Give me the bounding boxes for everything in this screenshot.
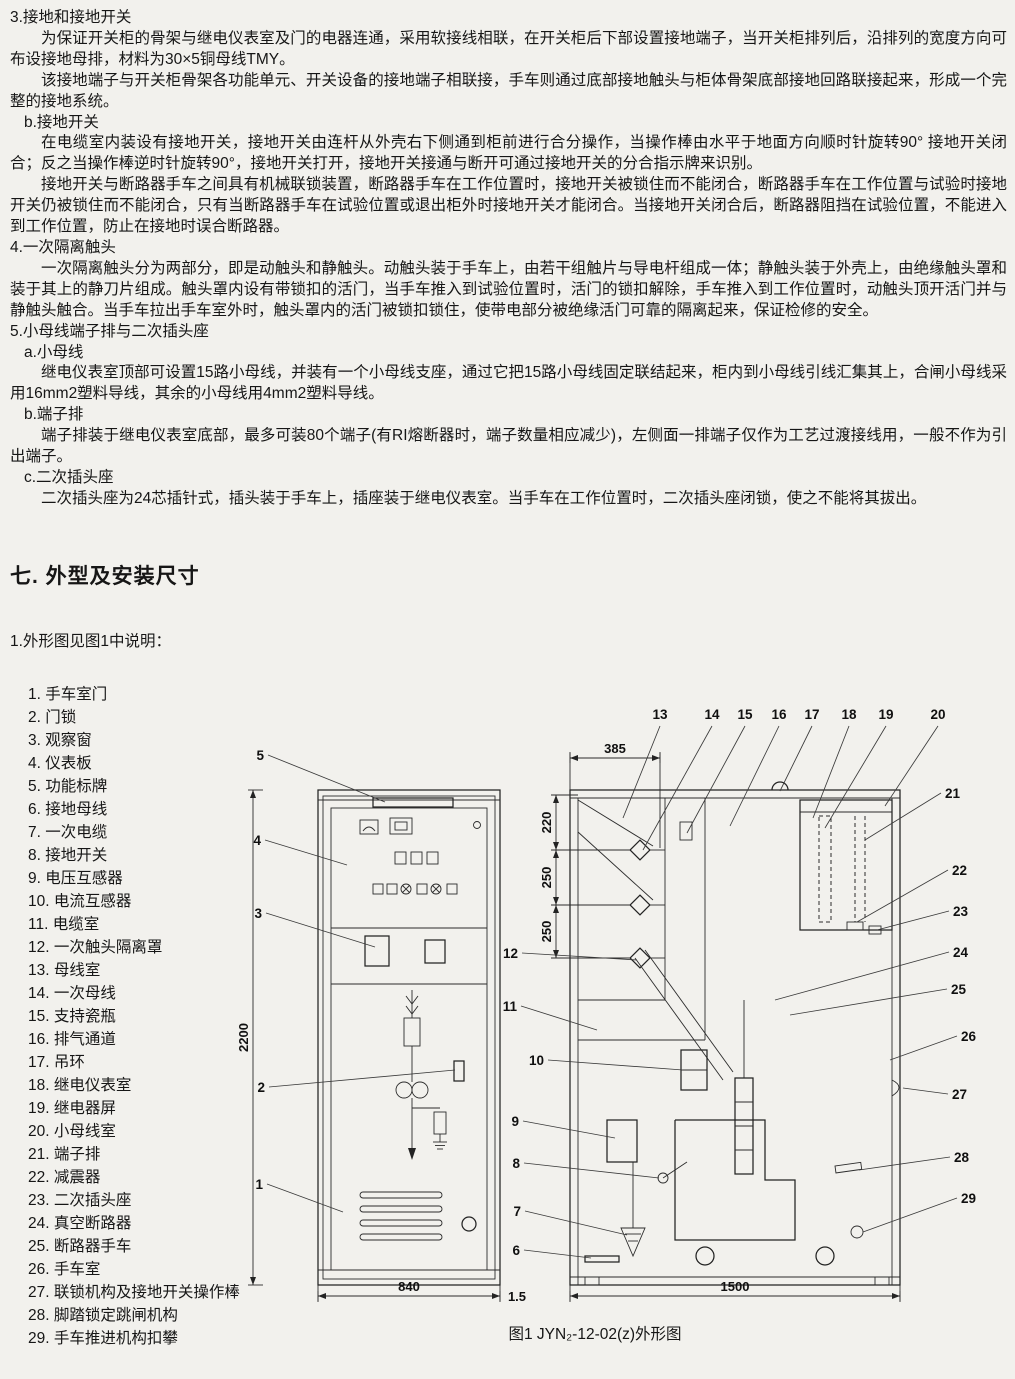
figure-callout-2: 2 bbox=[257, 1080, 265, 1095]
dimension-label-385: 385 bbox=[604, 741, 626, 756]
figure-callout-3: 3 bbox=[254, 906, 262, 921]
figure-callout-5: 5 bbox=[256, 748, 264, 763]
parts-list-item: 16. 排气通道 bbox=[28, 1031, 116, 1048]
figure-callout-14: 14 bbox=[704, 707, 720, 722]
sub-heading: b.接地开关 bbox=[24, 113, 99, 131]
parts-list-item: 26. 手车室 bbox=[28, 1261, 101, 1278]
figure-callout-12: 12 bbox=[503, 946, 518, 961]
parts-list-item: 8. 接地开关 bbox=[28, 847, 108, 864]
figure-callout-17: 17 bbox=[804, 707, 819, 722]
section-heading: 七. 外型及安装尺寸 bbox=[10, 565, 200, 588]
figure-callout-28: 28 bbox=[954, 1150, 970, 1165]
paragraph: 继电仪表室顶部可设置15路小母线，并装有一个小母线支座，通过它把15路小母线固定… bbox=[10, 364, 1007, 403]
parts-list-item: 27. 联锁机构及接地开关操作棒 bbox=[28, 1284, 240, 1301]
parts-list: 1. 手车室门 2. 门锁 3. 观察窗 4. 仪表板 5. 功能标牌 6. 接地母线 7.… bbox=[28, 683, 240, 1350]
figure-callout-24: 24 bbox=[953, 945, 969, 960]
parts-list-item: 19. 继电器屏 bbox=[28, 1100, 116, 1117]
figure-callout-1: 1 bbox=[255, 1177, 263, 1192]
dimension-label-2200: 2200 bbox=[236, 1023, 251, 1052]
parts-list-item: 4. 仪表板 bbox=[28, 755, 92, 772]
parts-list-item: 29. 手车推进机构扣攀 bbox=[28, 1330, 178, 1347]
parts-list-item: 20. 小母线室 bbox=[28, 1123, 116, 1140]
nameplate bbox=[372, 797, 454, 808]
sub-heading: 4.一次隔离触头 bbox=[10, 238, 116, 256]
dimension-label-250: 250 bbox=[539, 867, 554, 889]
sub-heading: a.小母线 bbox=[24, 343, 84, 361]
drawing-side-view bbox=[569, 752, 901, 1302]
parts-list-item: 15. 支持瓷瓶 bbox=[28, 1008, 116, 1025]
figure-callout-20: 20 bbox=[930, 707, 945, 722]
figure-callout-7: 7 bbox=[513, 1204, 521, 1219]
drawing-front-view bbox=[317, 789, 501, 1302]
parts-list-item: 6. 接地母线 bbox=[28, 801, 108, 818]
parts-list-item: 14. 一次母线 bbox=[28, 985, 116, 1002]
dimension-label-250: 250 bbox=[539, 921, 554, 943]
parts-list-item: 18. 继电仪表室 bbox=[28, 1077, 132, 1094]
sub-heading: c.二次插头座 bbox=[24, 468, 114, 486]
figure-callout-6: 6 bbox=[512, 1243, 520, 1258]
paragraph: 为保证开关柜的骨架与继电仪表室及门的电器连通，采用软接线相联，在开关柜后下部设置… bbox=[10, 29, 1007, 68]
figure-callout-9: 9 bbox=[511, 1114, 519, 1129]
figure-callout-27: 27 bbox=[952, 1087, 967, 1102]
figure-callout-19: 19 bbox=[878, 707, 893, 722]
figure-callout-8: 8 bbox=[512, 1156, 520, 1171]
dimension-label-220: 220 bbox=[539, 812, 554, 834]
figure-callout-4: 4 bbox=[253, 833, 261, 848]
figure-intro: 1.外形图见图1中说明： bbox=[10, 633, 172, 650]
body-text: 3.接地和接地开关为保证开关柜的骨架与继电仪表室及门的电器连通，采用软接线相联，… bbox=[10, 8, 1007, 510]
figure-callout-26: 26 bbox=[961, 1029, 977, 1044]
parts-list-item: 3. 观察窗 bbox=[28, 732, 92, 749]
dimension-label-1500: 1500 bbox=[721, 1279, 750, 1294]
parts-list-item: 5. 功能标牌 bbox=[28, 778, 108, 795]
dimension-label-1.5: 1.5 bbox=[508, 1289, 526, 1304]
paragraph: 一次隔离触头分为两部分，即是动触头和静触头。动触头装于手车上，由若干组触片与导电… bbox=[10, 259, 1007, 319]
figure-caption: 图1 JYN₂-12-02(z)外形图 bbox=[508, 1326, 682, 1343]
parts-list-item: 25. 断路器手车 bbox=[28, 1238, 132, 1255]
paragraph: 接地开关与断路器手车之间具有机械联锁装置，断路器手车在工作位置时，接地开关被锁住… bbox=[10, 176, 1007, 236]
paragraph: 在电缆室内装设有接地开关，接地开关由连杆从外壳右下侧通到柜前进行合分操作，当操作… bbox=[10, 134, 1007, 173]
parts-list-item: 17. 吊环 bbox=[28, 1054, 85, 1071]
figure-callout-29: 29 bbox=[961, 1191, 976, 1206]
parts-list-item: 7. 一次电缆 bbox=[28, 824, 108, 841]
figure-callout-22: 22 bbox=[952, 863, 967, 878]
paragraph: 该接地端子与开关柜骨架各功能单元、开关设备的接地端子相联接，手车则通过底部接地触… bbox=[10, 71, 1007, 110]
parts-list-item: 10. 电流互感器 bbox=[28, 893, 132, 910]
figure-callout-23: 23 bbox=[953, 904, 969, 919]
figure-callout-15: 15 bbox=[737, 707, 753, 722]
lifting-lug bbox=[771, 781, 789, 791]
door-lock bbox=[453, 1060, 465, 1082]
parts-list-item: 1. 手车室门 bbox=[28, 686, 108, 703]
parts-list-item: 11. 电缆室 bbox=[28, 916, 100, 933]
figure-callout-18: 18 bbox=[841, 707, 857, 722]
figure-callout-21: 21 bbox=[945, 786, 961, 801]
figure-callout-25: 25 bbox=[951, 982, 967, 997]
parts-list-item: 23. 二次插头座 bbox=[28, 1192, 132, 1209]
sub-heading: 5.小母线端子排与二次插头座 bbox=[10, 322, 209, 340]
figure-callout-11: 11 bbox=[503, 999, 518, 1014]
parts-list-item: 28. 脚踏锁定跳闸机构 bbox=[28, 1307, 178, 1324]
parts-list-item: 21. 端子排 bbox=[28, 1146, 101, 1163]
parts-list-item: 2. 门锁 bbox=[28, 709, 77, 726]
parts-list-item: 22. 减震器 bbox=[28, 1169, 101, 1186]
parts-list-item: 13. 母线室 bbox=[28, 962, 101, 979]
figure-callout-16: 16 bbox=[771, 707, 787, 722]
figure-callout-10: 10 bbox=[529, 1053, 544, 1068]
figure-callout-13: 13 bbox=[652, 707, 668, 722]
dimension-label-840: 840 bbox=[398, 1279, 420, 1294]
parts-list-item: 24. 真空断路器 bbox=[28, 1215, 132, 1232]
sub-heading: 3.接地和接地开关 bbox=[10, 9, 132, 26]
paragraph: 二次插头座为24芯插针式，插头装于手车上，插座装于继电仪表室。当手车在工作位置时… bbox=[41, 489, 927, 507]
paragraph: 端子排装于继电仪表室底部，最多可装80个端子(有RI熔断器时，端子数量相应减少)… bbox=[10, 427, 1007, 466]
parts-list-item: 9. 电压互感器 bbox=[28, 870, 123, 887]
sub-heading: b.端子排 bbox=[24, 406, 84, 424]
parts-list-item: 12. 一次触头隔离罩 bbox=[28, 939, 163, 956]
